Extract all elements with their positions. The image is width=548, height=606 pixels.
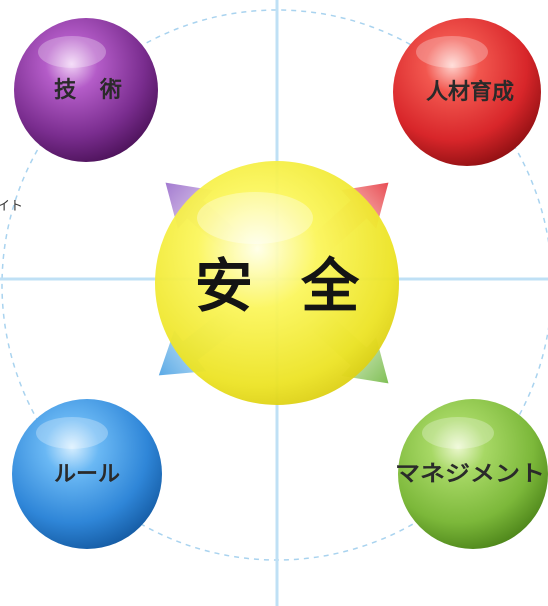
node-technology: 技 術 bbox=[14, 18, 158, 162]
left-text-fragment: イト bbox=[0, 199, 23, 214]
sphere-yellow-icon bbox=[155, 161, 399, 405]
center-label: 安 全 bbox=[195, 252, 373, 320]
management-label: マネジメント bbox=[395, 462, 545, 487]
node-training: 人材育成 bbox=[393, 18, 541, 166]
sphere-purple-icon bbox=[14, 18, 158, 162]
sphere-green-icon bbox=[398, 399, 548, 549]
center-node: 安 全 bbox=[155, 161, 399, 405]
technology-label: 技 術 bbox=[54, 77, 130, 103]
sphere-blue-icon bbox=[12, 399, 162, 549]
node-rules: ルール bbox=[12, 399, 162, 549]
training-label: 人材育成 bbox=[426, 79, 514, 105]
rules-label: ルール bbox=[54, 462, 120, 487]
node-management: マネジメント bbox=[395, 399, 548, 549]
sphere-red-icon bbox=[393, 18, 541, 166]
